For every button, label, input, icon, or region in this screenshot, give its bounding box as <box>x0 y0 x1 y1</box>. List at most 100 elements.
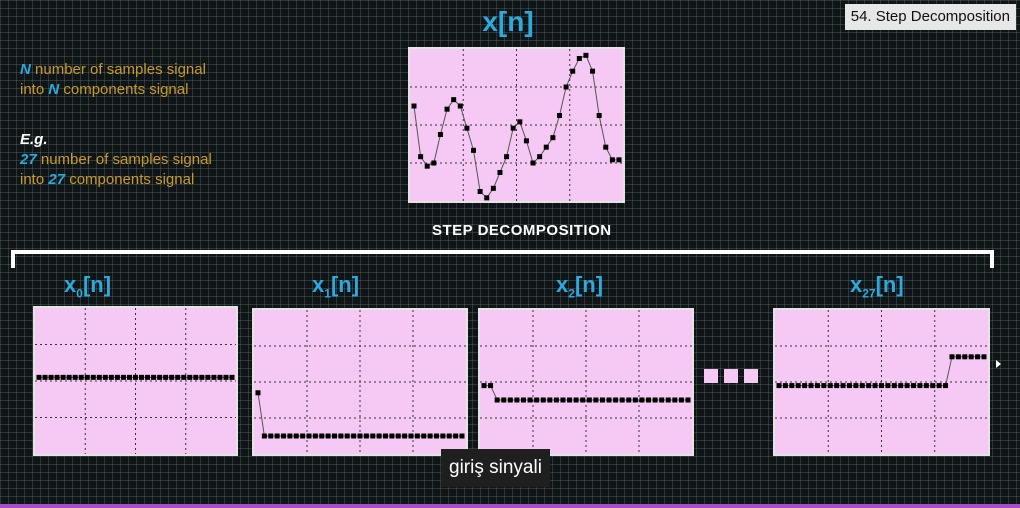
sample-point <box>981 354 987 360</box>
sample-point <box>879 383 884 389</box>
sample-point <box>834 383 840 389</box>
sample-point <box>287 433 293 439</box>
sample-point <box>911 383 917 389</box>
component-plot-2 <box>478 308 694 456</box>
sample-point <box>471 147 477 153</box>
sample-point <box>795 383 801 389</box>
sample-point <box>464 125 470 131</box>
sample-point <box>563 84 569 90</box>
sample-point <box>547 397 553 403</box>
sample-point <box>776 383 782 389</box>
sample-point <box>898 383 904 389</box>
sample-point <box>402 433 408 439</box>
plot-svg <box>254 310 466 454</box>
sample-point <box>507 397 513 403</box>
sample-point <box>652 397 658 403</box>
sample-point <box>488 383 494 389</box>
sample-point <box>853 383 859 389</box>
sample-point <box>370 433 376 439</box>
sample-point <box>678 397 684 403</box>
sample-point <box>312 433 318 439</box>
sample-point <box>497 170 503 175</box>
sample-point <box>632 397 638 403</box>
sample-point <box>490 185 496 191</box>
sample-point <box>930 383 936 389</box>
sample-point <box>520 397 526 403</box>
sample-point <box>606 397 612 403</box>
sample-point <box>556 113 562 118</box>
sample-point <box>553 397 559 403</box>
sample-point <box>351 433 357 439</box>
sample-point <box>446 433 452 439</box>
sample-point <box>494 397 500 403</box>
component-label-1: x1[n] <box>312 272 360 301</box>
sample-point <box>534 397 540 403</box>
example-text: E.g. 27 number of samples signal into 27… <box>20 130 212 190</box>
sample-point <box>193 374 199 380</box>
sample-point <box>332 433 337 439</box>
sample-point <box>261 433 267 439</box>
plot-svg <box>410 49 623 201</box>
sample-point <box>481 383 487 389</box>
sample-point <box>325 433 331 439</box>
intro-var-2: N <box>48 81 60 98</box>
sample-point <box>593 397 599 403</box>
sample-point <box>411 103 417 109</box>
sample-point <box>453 433 459 439</box>
sample-point <box>120 374 126 380</box>
example-text-1: number of samples signal <box>36 151 212 168</box>
component-plot-27 <box>773 308 990 456</box>
sample-point <box>891 383 897 389</box>
sample-point <box>108 374 114 380</box>
sample-point <box>639 397 645 403</box>
sample-point <box>975 354 981 360</box>
sample-point <box>523 138 529 144</box>
progress-bar[interactable] <box>0 504 1020 508</box>
sample-point <box>603 144 609 150</box>
component-label-2: x2[n] <box>556 272 604 301</box>
sample-point <box>567 397 573 403</box>
sample-point <box>363 433 369 439</box>
sample-point <box>211 374 217 380</box>
sample-point <box>936 383 942 389</box>
sample-point <box>36 374 42 380</box>
sample-point <box>821 383 827 389</box>
sample-point <box>383 433 388 439</box>
sample-point <box>229 374 235 380</box>
sample-point <box>274 433 280 439</box>
sample-point <box>477 189 483 194</box>
sample-point <box>444 106 450 112</box>
sample-point <box>885 383 891 389</box>
sample-point <box>859 383 865 389</box>
sample-point <box>418 154 424 160</box>
sample-point <box>827 383 833 389</box>
sample-point <box>619 397 625 403</box>
example-text-2: components signal <box>65 171 195 188</box>
sample-point <box>613 397 619 403</box>
sample-point <box>530 160 536 166</box>
sample-point <box>217 374 223 380</box>
step-decomposition-label: STEP DECOMPOSITION <box>432 222 612 239</box>
sample-point <box>514 397 520 403</box>
component-label-27: x27[n] <box>850 272 904 301</box>
sample-point <box>434 433 439 439</box>
signal-line <box>257 392 462 437</box>
sample-point <box>543 144 549 150</box>
sample-point <box>968 354 974 360</box>
sample-point <box>672 397 678 403</box>
sample-point <box>357 433 363 439</box>
sample-point <box>789 383 795 389</box>
ellipsis-dots <box>704 369 764 388</box>
sample-point <box>550 135 556 141</box>
sample-point <box>659 397 665 403</box>
example-heading: E.g. <box>20 131 48 148</box>
sample-point <box>319 433 325 439</box>
sample-point <box>78 374 84 380</box>
sample-point <box>163 374 169 380</box>
sample-point <box>665 397 671 403</box>
sample-point <box>421 433 427 439</box>
sample-point <box>685 397 691 403</box>
sample-point <box>114 374 120 380</box>
sample-point <box>376 433 382 439</box>
sample-point <box>583 52 589 58</box>
